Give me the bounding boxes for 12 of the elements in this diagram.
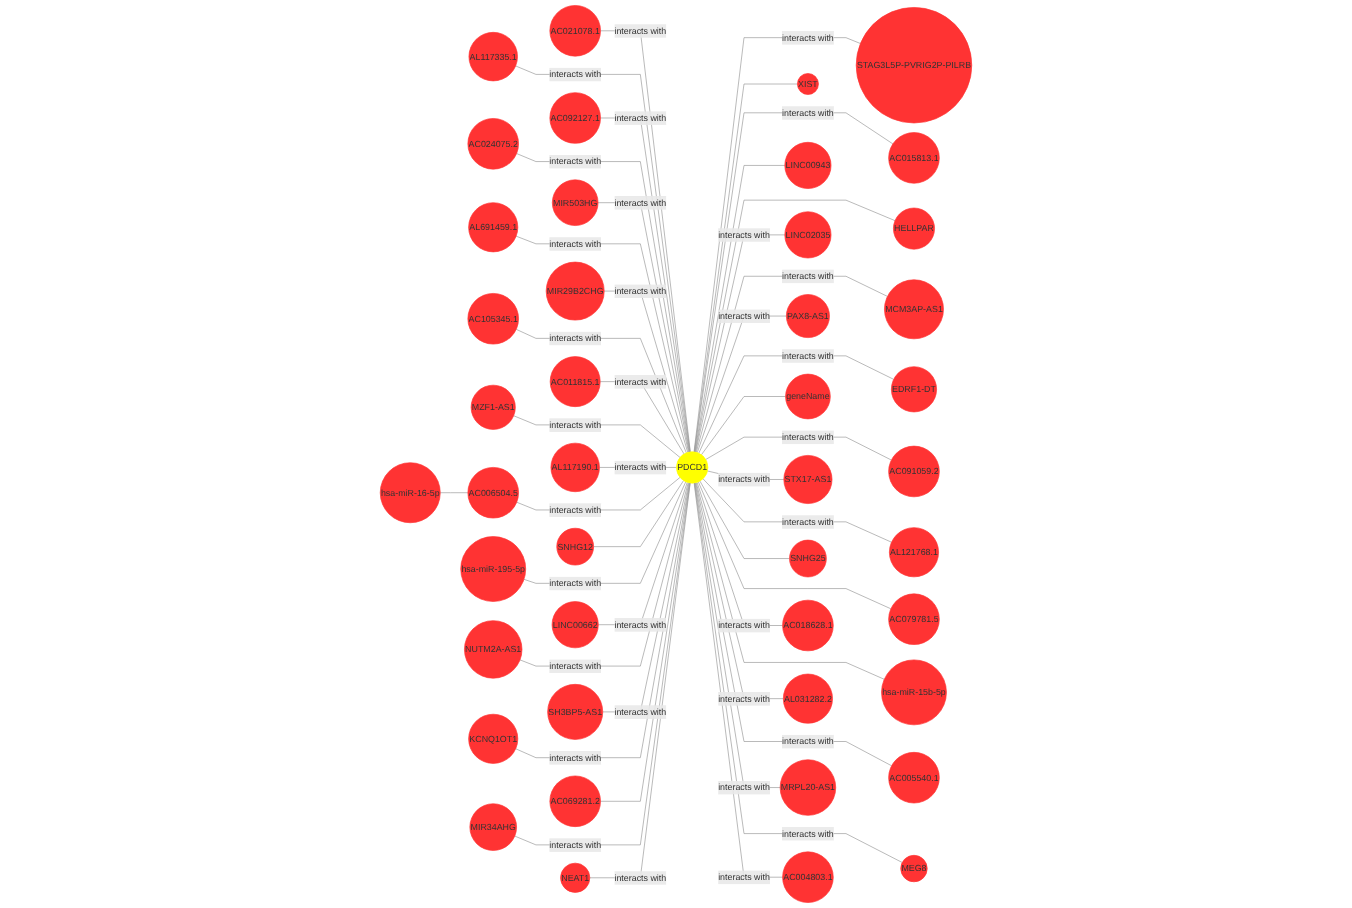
- connector: [513, 415, 681, 458]
- connector: [593, 480, 684, 547]
- connector: [698, 481, 892, 610]
- connector: [701, 396, 786, 456]
- connector: [439, 492, 469, 494]
- connector: [603, 290, 689, 453]
- connector: [702, 478, 892, 543]
- connector: [600, 482, 691, 802]
- connector: [699, 480, 790, 559]
- connector: [523, 481, 687, 584]
- connector: [602, 482, 690, 713]
- connector: [698, 355, 895, 454]
